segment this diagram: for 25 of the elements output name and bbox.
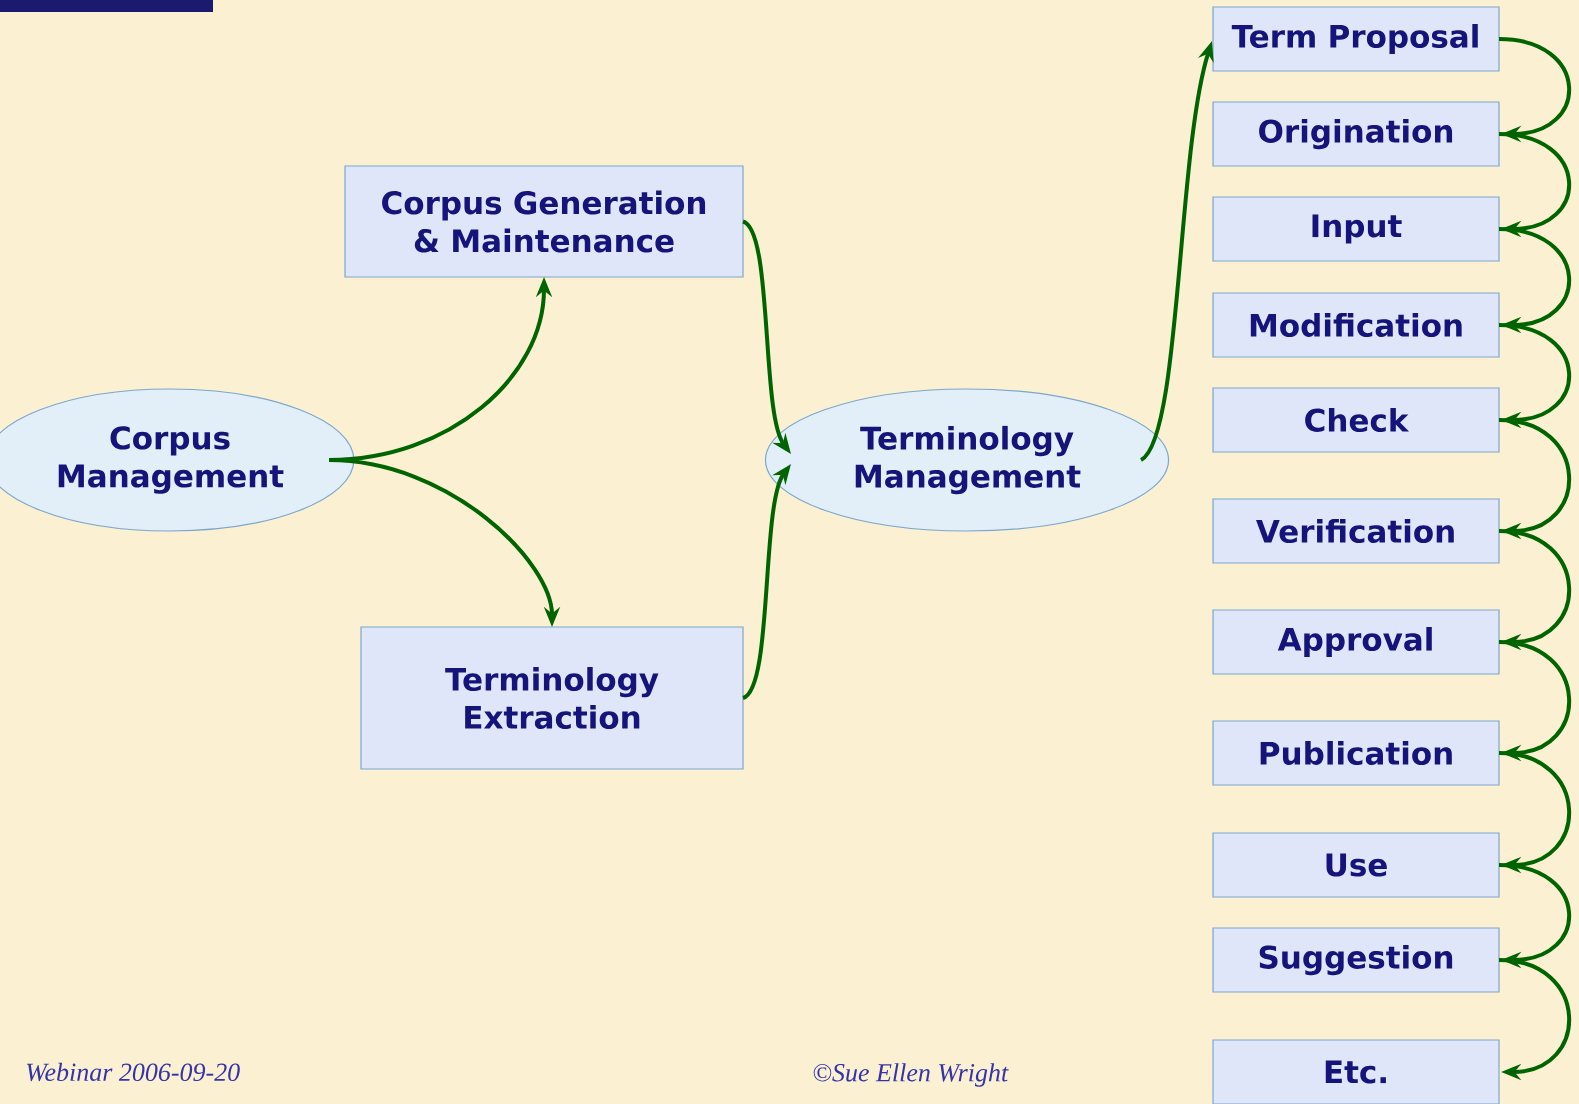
arrow: [1498, 37, 1571, 143]
arrow: [1498, 132, 1571, 238]
arrow: [1498, 529, 1571, 651]
footer-text: ©Sue Ellen Wright: [813, 1063, 1009, 1087]
arrow: [1498, 418, 1571, 540]
arrow: [1498, 751, 1571, 874]
process-box: Etc.: [1212, 1039, 1500, 1104]
process-box: Input: [1212, 196, 1500, 262]
process-box: Modification: [1212, 292, 1500, 358]
process-box: Suggestion: [1212, 927, 1500, 993]
process-box: Verification: [1212, 498, 1500, 564]
process-box: Use: [1212, 832, 1500, 898]
process-box: Check: [1212, 387, 1500, 453]
process-box: Terminology Extraction: [360, 626, 744, 770]
process-box: Origination: [1212, 101, 1500, 167]
arrow: [1498, 958, 1571, 1081]
process-box: Approval: [1212, 609, 1500, 675]
arrow: [1498, 323, 1571, 429]
footer-text: Webinar 2006-09-20: [26, 1062, 240, 1082]
arrow: [1498, 863, 1571, 969]
arrow: [1498, 640, 1571, 762]
arrow: [1498, 227, 1571, 334]
process-box: Publication: [1212, 720, 1500, 786]
process-box: Term Proposal: [1212, 6, 1500, 72]
process-box: Corpus Generation & Maintenance: [344, 165, 744, 278]
